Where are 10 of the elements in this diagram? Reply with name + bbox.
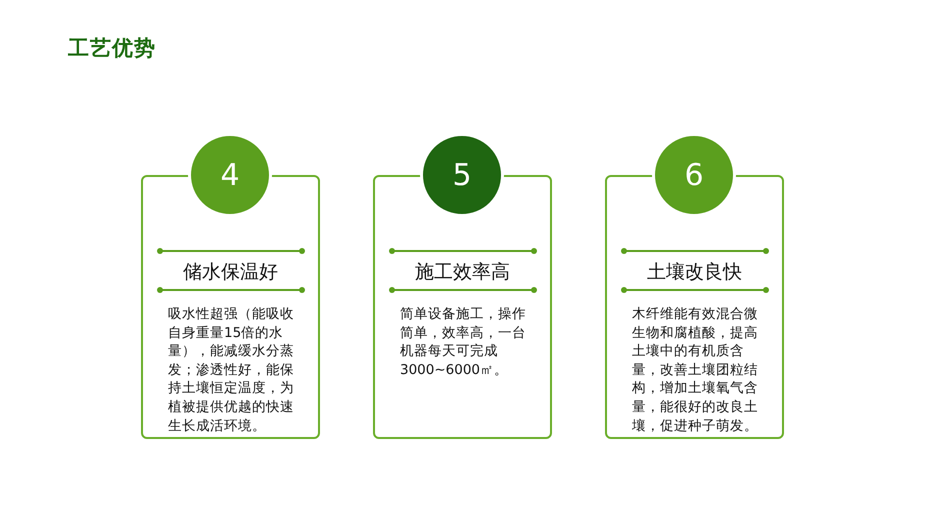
title: 工艺优势 (68, 35, 156, 62)
description-text: 简单设备施工，操作简单，效率高，一台机器每天可完成3000~6000㎡。 (400, 305, 527, 380)
number-circle: 4 (188, 133, 272, 217)
description-text: 木纤维能有效混合微生物和腐植酸，提高土壤中的有机质含量，改善土壤团粒结构，增加土壤氧气含量，能很好的改良土壤，促进种子萌发。 (632, 305, 759, 436)
description-text: 吸水性超强（能吸收自身重量15倍的水量），能减缓水分蒸发；渗透性好，能保持土壤恒定温度，为植被提供优越的快速生长成活环境。 (168, 305, 295, 436)
card-heading: 储水保温好 (182, 260, 279, 285)
card-heading: 施工效率高 (414, 260, 511, 285)
number-circle: 5 (420, 133, 504, 217)
number-circle: 6 (652, 133, 736, 217)
card-heading: 土壤改良快 (646, 260, 743, 285)
